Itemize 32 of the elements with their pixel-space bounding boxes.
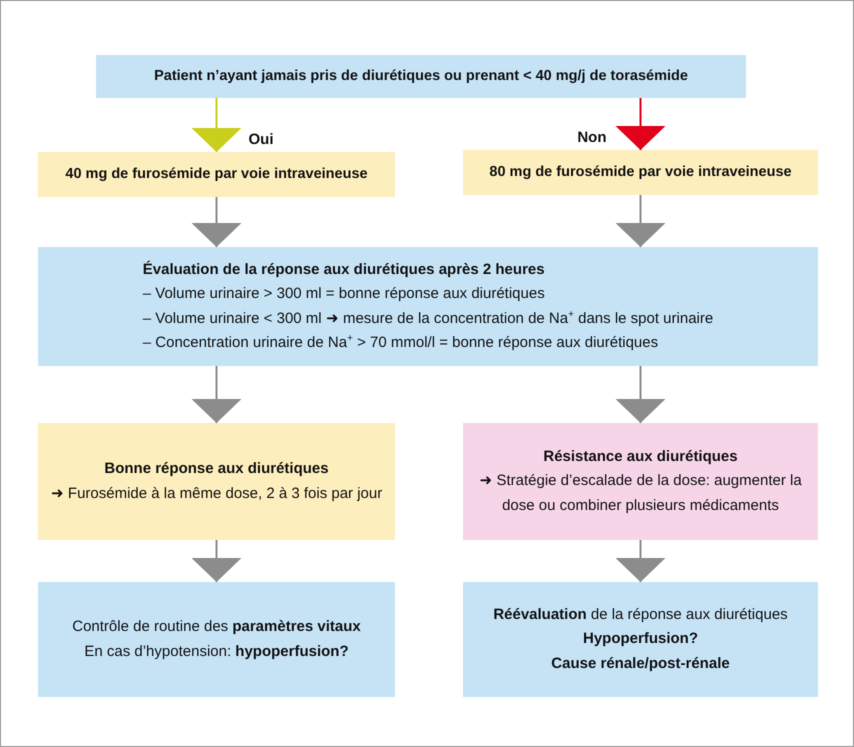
box-text: Cause rénale/post-rénale bbox=[551, 654, 730, 674]
flow-arrow bbox=[192, 98, 242, 152]
flow-arrow bbox=[192, 366, 242, 423]
box-text: 80 mg de furosémide par voie intraveineuse bbox=[489, 163, 792, 182]
flow-arrow bbox=[192, 197, 242, 247]
box-text: Contrôle de routine des paramètres vitaux bbox=[72, 617, 361, 637]
outcome-box bbox=[463, 423, 818, 540]
flow-arrow bbox=[616, 195, 666, 247]
box-text: 40 mg de furosémide par voie intraveineuse bbox=[65, 165, 368, 184]
follow-up-box bbox=[38, 582, 395, 697]
condition-box bbox=[96, 55, 746, 98]
flow-arrow bbox=[616, 540, 666, 582]
follow-up-box bbox=[463, 582, 818, 697]
box-text: Hypoperfusion? bbox=[583, 629, 698, 650]
box-heading: Bonne réponse aux diurétiques bbox=[104, 459, 329, 479]
box-text: Patient n’ayant jamais pris de diurétiques ou prenant < 40 mg/j de torasémide bbox=[154, 67, 688, 86]
box-heading: Résistance aux diurétiques bbox=[543, 446, 738, 467]
list-item: – Volume urinaire < 300 ml ➜ mesure de la concentration de Na$^{+}$ dans le spot urinaire bbox=[142, 308, 714, 328]
flow-arrow bbox=[192, 540, 242, 582]
flow-arrow bbox=[616, 98, 666, 150]
outcome-box bbox=[38, 423, 395, 540]
box-text: ➜ Furosémide à la même dose, 2 à 3 fois par jour bbox=[50, 484, 382, 504]
box-text: ➜ Stratégie d’escalade de la dose: augmenter la dose ou combiner plusieurs médicaments bbox=[478, 471, 803, 516]
box-text: En cas d’hypotension: hypoperfusion? bbox=[84, 642, 349, 662]
box-heading: Évaluation de la réponse aux diurétiques après 2 heures bbox=[142, 260, 545, 280]
box-text: Réévaluation de la réponse aux diurétiques bbox=[493, 604, 788, 625]
dose-box bbox=[463, 150, 818, 195]
list-item: – Concentration urinaire de Na$^{+}$ > 70 mmol/l = bonne réponse aux diurétiques bbox=[142, 332, 658, 353]
flow-arrow bbox=[616, 366, 666, 423]
list-item: – Volume urinaire > 300 ml = bonne réponse aux diurétiques bbox=[142, 284, 545, 304]
dose-box bbox=[38, 152, 395, 197]
evaluation-box bbox=[38, 247, 818, 366]
